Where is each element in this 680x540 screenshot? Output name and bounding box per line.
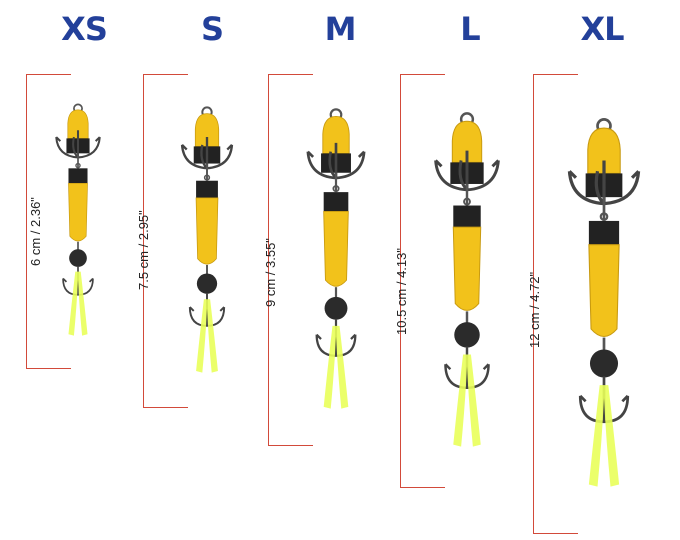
ruler-m [268,74,313,446]
lure-s [180,106,234,374]
size-label-m: M [324,10,357,48]
size-label-xs: XS [61,10,108,48]
measure-xl: 12 cm / 4.72" [527,271,542,348]
measure-xs: 6 cm / 2.36" [28,197,43,266]
measure-m: 9 cm / 3.55" [263,238,278,307]
ruler-l [400,74,445,488]
size-label-s: S [200,10,224,48]
measure-s: 7.5 cm / 2.95" [136,210,151,290]
ruler-s [143,74,188,408]
size-label-xl: XL [580,10,624,48]
ruler-xl [533,74,578,534]
lure-xl [567,117,641,489]
size-label-l: L [460,10,480,48]
lure-l [434,111,500,449]
lure-xs [55,103,101,337]
measure-l: 10.5 cm / 4.13" [394,248,409,335]
lure-m [306,108,366,410]
ruler-xs [26,74,71,369]
